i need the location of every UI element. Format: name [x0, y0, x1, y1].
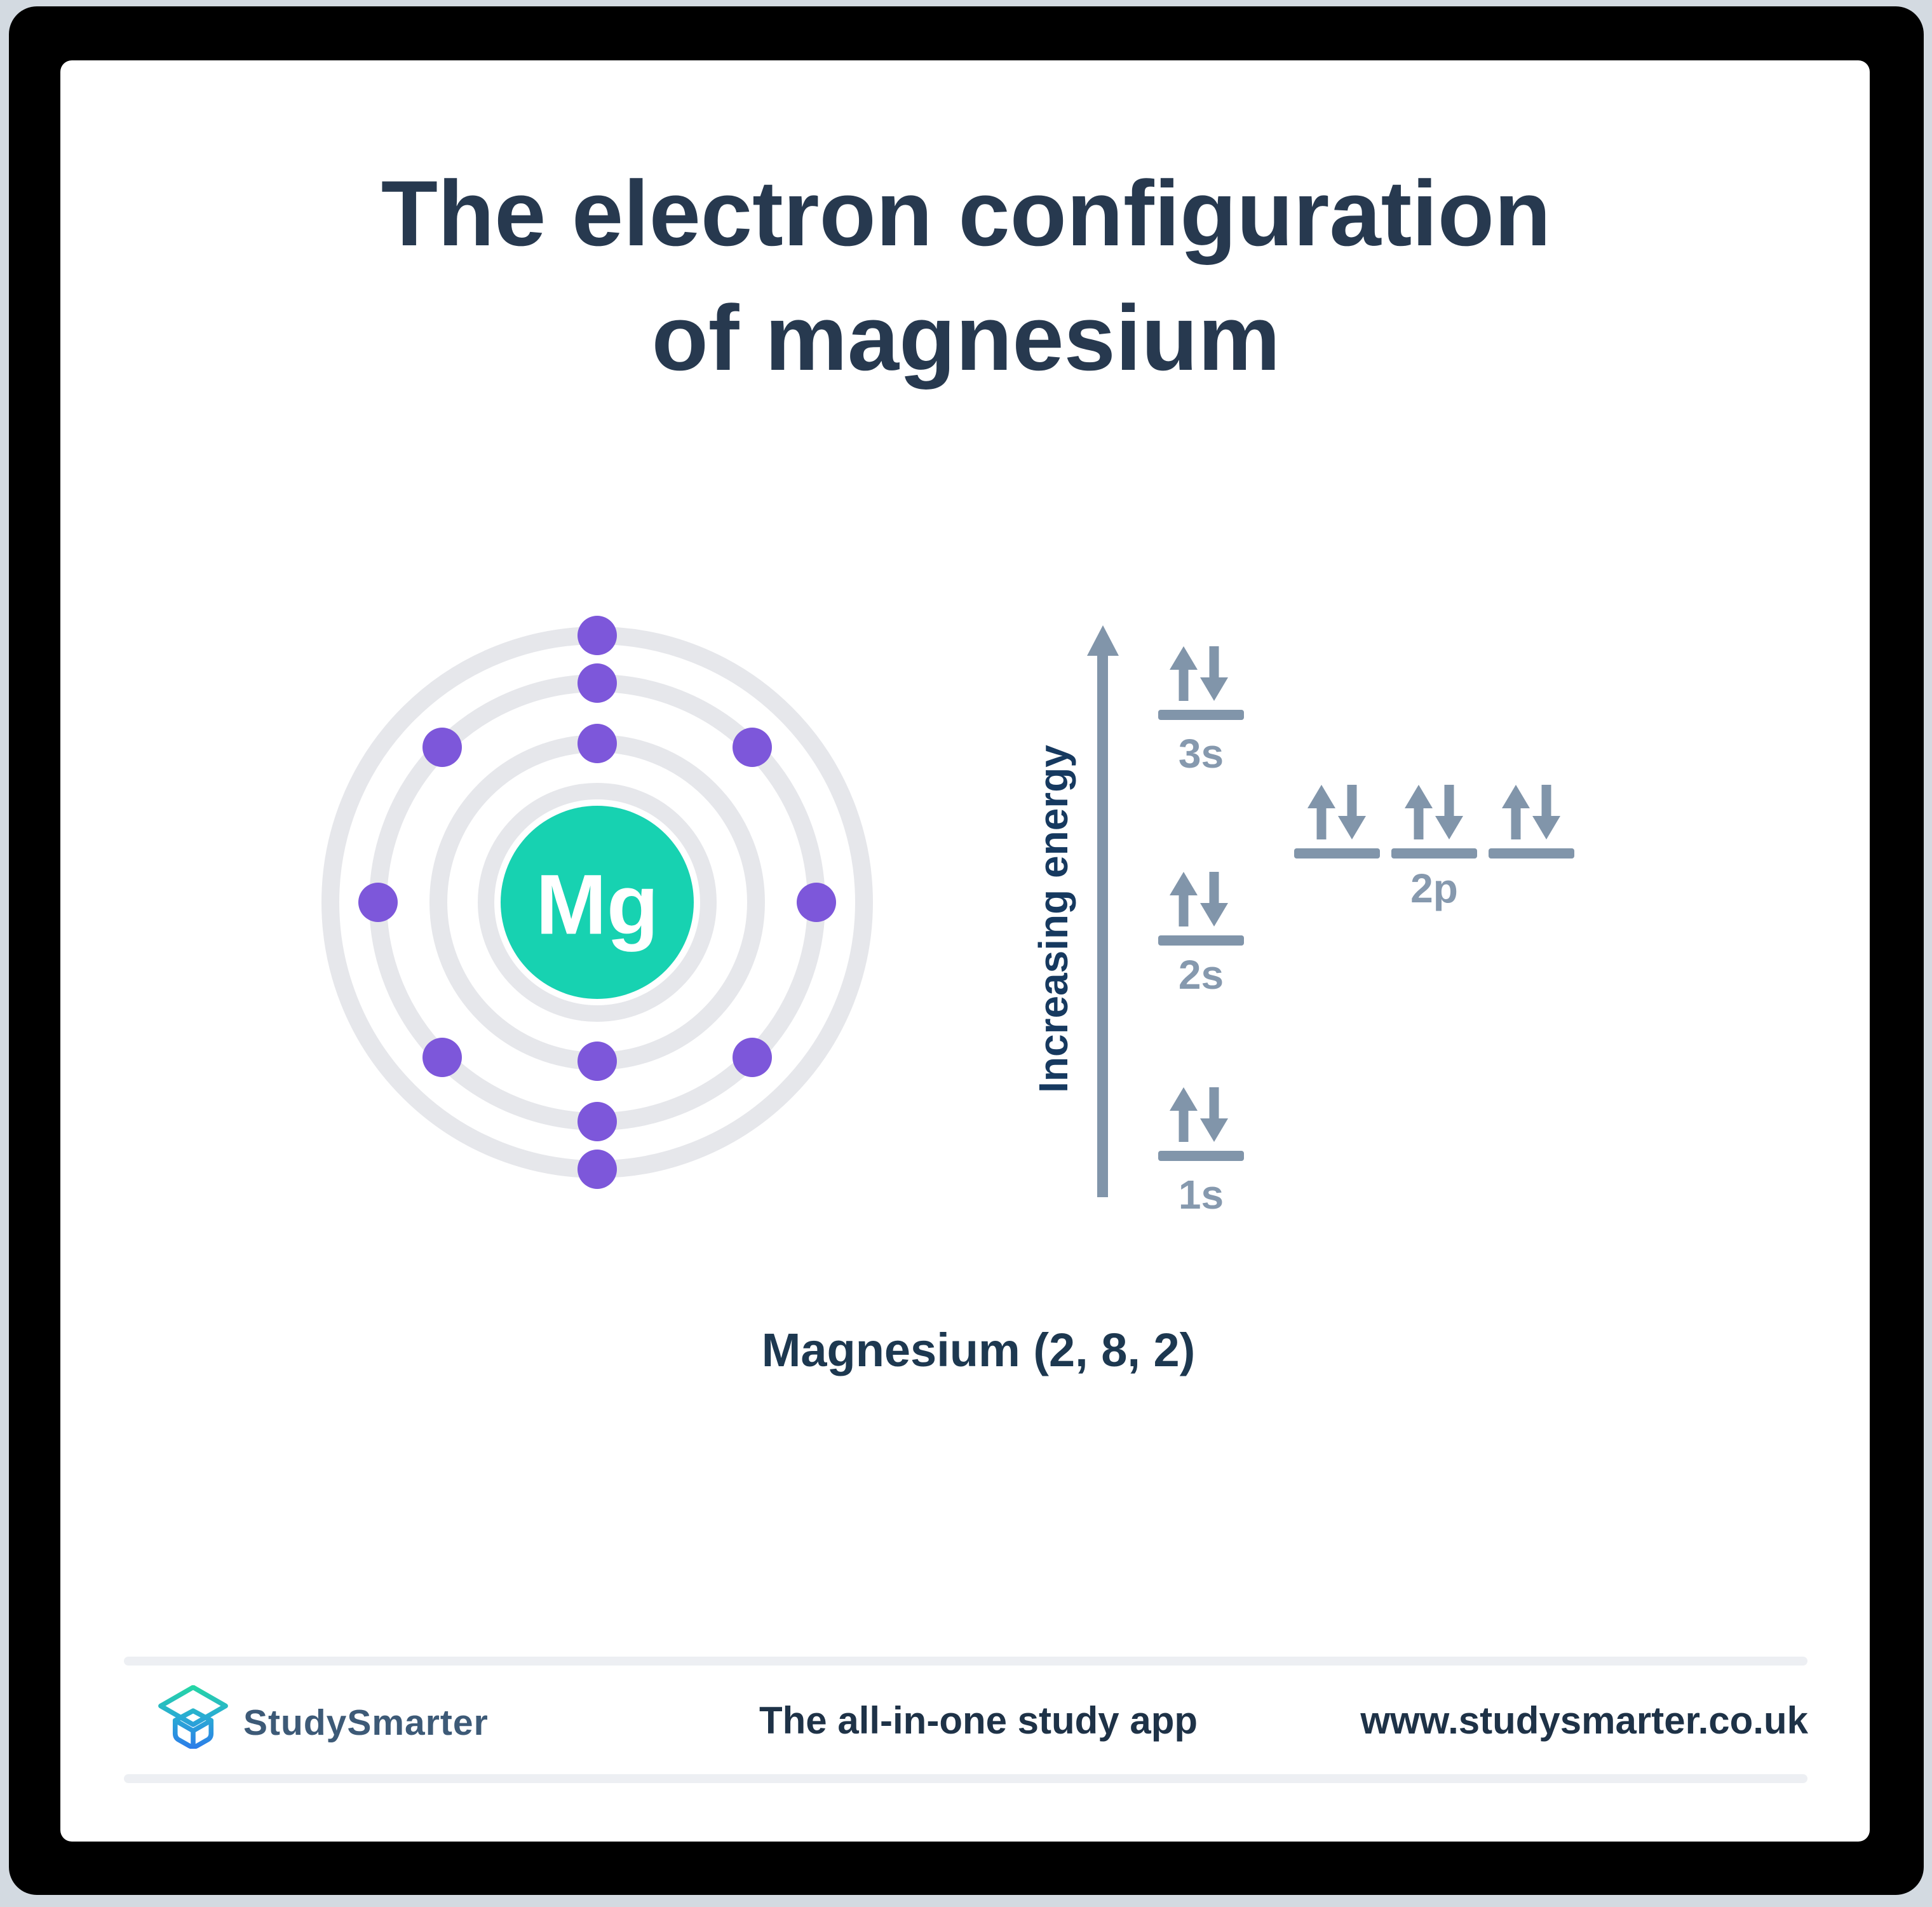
orbital-line-3s: [1158, 710, 1244, 720]
bohr-model-diagram: Mg: [321, 616, 873, 1189]
spin-up-arrow-icon: [1307, 785, 1335, 839]
spin-up-arrow-icon: [1170, 1087, 1198, 1142]
electron: [578, 1042, 617, 1081]
nucleus-halo-ring: [478, 783, 717, 1022]
logo-lid-diamond: [158, 1685, 228, 1727]
orbital-line-1s: [1158, 1151, 1244, 1161]
orbital-line-2p-1: [1294, 848, 1380, 858]
electron: [578, 724, 617, 763]
increasing-energy-arrow: [1097, 653, 1108, 1197]
electron: [733, 728, 772, 767]
electron-pair-icon-2p-2: [1405, 785, 1463, 839]
spin-down-arrow-icon: [1200, 1087, 1228, 1142]
spin-up-arrow-icon: [1502, 785, 1530, 839]
brand-wordmark: StudySmarter: [243, 1702, 489, 1743]
page-title-line1: The electron configuration: [381, 161, 1551, 265]
spin-down-arrow-icon: [1435, 785, 1463, 839]
orbital-label-3s: 3s: [1178, 731, 1224, 777]
spin-down-arrow-icon: [1338, 785, 1366, 839]
orbital-line-2s: [1158, 935, 1244, 946]
nucleus-symbol: Mg: [536, 858, 658, 953]
orbital-line-2p-2: [1391, 848, 1477, 858]
spin-up-arrow-icon: [1170, 646, 1198, 701]
spin-down-arrow-icon: [1532, 785, 1560, 839]
electron: [797, 883, 836, 922]
electron: [578, 663, 617, 703]
spin-down-arrow-icon: [1200, 646, 1228, 701]
footer-url: www.studysmarter.co.uk: [1360, 1699, 1808, 1742]
electron-pair-icon-1s: [1170, 1087, 1228, 1142]
orbital-label-2p: 2p: [1410, 865, 1458, 911]
studysmarter-logo-icon: [158, 1685, 228, 1749]
electron: [733, 1038, 772, 1077]
footer-tagline: The all-in-one study app: [759, 1699, 1198, 1742]
spin-down-arrow-icon: [1200, 872, 1228, 926]
orbital-label-1s: 1s: [1178, 1172, 1224, 1218]
diagram-caption: Magnesium (2, 8, 2): [761, 1324, 1196, 1376]
page-title: The electron configuration of magnesium: [0, 151, 1932, 400]
electron: [422, 1038, 462, 1077]
electron-pair-icon-3s: [1170, 646, 1228, 701]
orbital-label-2s: 2s: [1178, 952, 1224, 998]
electron: [578, 1150, 617, 1189]
footer-divider-top: [124, 1657, 1807, 1666]
spin-up-arrow-icon: [1170, 872, 1198, 926]
electron: [358, 883, 398, 922]
nucleus: [501, 806, 694, 999]
electron-pair-icon-2p-3: [1502, 785, 1560, 839]
electron-pair-icon-2s: [1170, 872, 1228, 926]
footer-divider-bottom: [124, 1774, 1807, 1783]
spin-up-arrow-icon: [1405, 785, 1433, 839]
electron: [578, 1102, 617, 1141]
electron: [422, 728, 462, 767]
page-title-line2: of magnesium: [651, 286, 1281, 390]
increasing-energy-label: Increasing energy: [1030, 745, 1076, 1093]
orbital-line-2p-3: [1489, 848, 1574, 858]
increasing-energy-arrow-head: [1087, 625, 1119, 656]
content-card: [60, 60, 1870, 1842]
electron-pair-icon-2p-1: [1307, 785, 1366, 839]
electron: [578, 616, 617, 655]
